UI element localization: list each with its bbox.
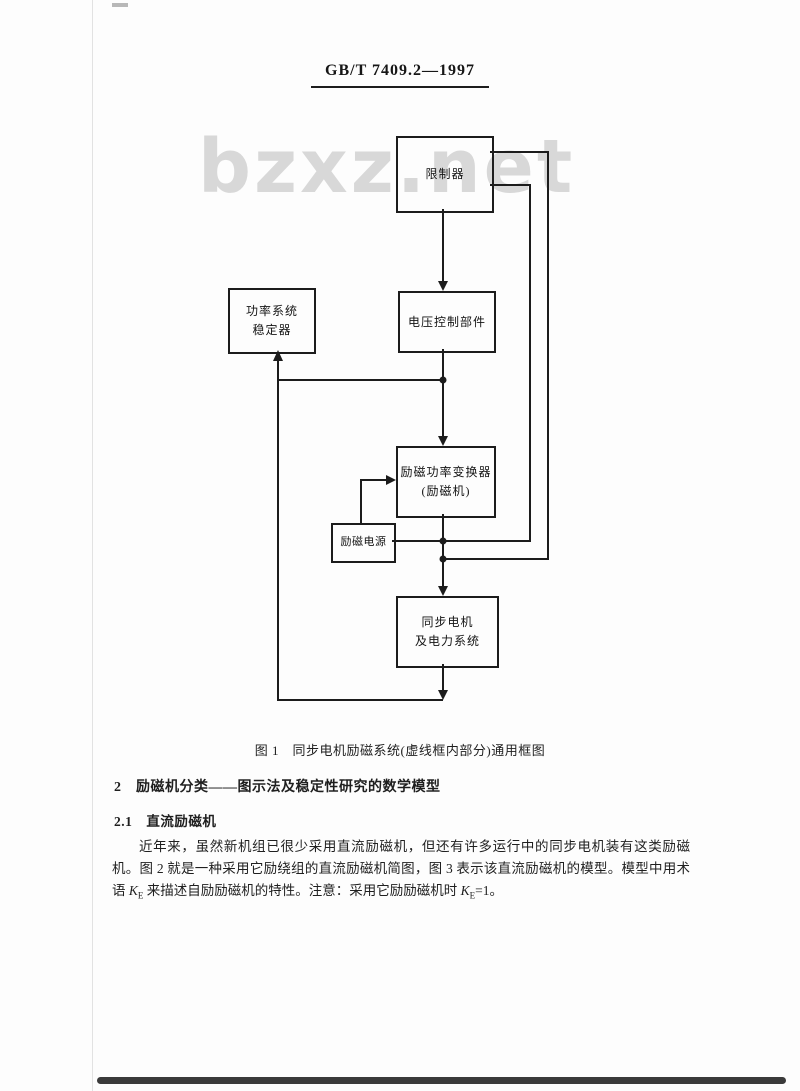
diagram-box-power-system-stabilizer: 功率系统 稳定器	[228, 288, 316, 354]
page-left-edge	[92, 0, 93, 1091]
arrowheads-and-junctions	[273, 281, 448, 700]
connector-lines	[277, 151, 549, 701]
section-heading: 2 励磁机分类——图示法及稳定性研究的数学模型	[114, 780, 441, 795]
pss-label-line2: 稳定器	[252, 323, 292, 337]
diagram-box-synchronous-machine: 同步电机 及电力系统	[396, 596, 499, 668]
diagram-box-limiter: 限制器	[396, 136, 494, 213]
diagram-box-excitation-power-source: 励磁电源	[331, 523, 396, 563]
exciter-label-line1: 励磁功率变换器	[400, 465, 492, 480]
figure-caption: 图 1 同步电机励磁系统(虚线框内部分)通用框图	[254, 743, 546, 758]
standard-number-header: GB/T 7409.2—1997	[0, 62, 800, 88]
machine-label-line1: 同步电机	[421, 615, 474, 630]
avr-label: 电压控制部件	[407, 314, 486, 329]
machine-label-line2: 及电力系统	[414, 634, 480, 648]
body-paragraph: 近年来，虽然新机组已很少采用直流励磁机，但还有许多运行中的同步电机装有这类励磁机…	[112, 839, 690, 901]
diagram-box-voltage-control: 电压控制部件	[398, 291, 496, 353]
page-bottom-edge	[97, 1077, 786, 1084]
exciter-label-line2: (励磁机)	[421, 484, 471, 498]
subsection-heading: 2.1 直流励磁机	[114, 814, 217, 829]
watermark: bzxz.net	[198, 124, 576, 210]
standard-number: GB/T 7409.2—1997	[311, 62, 489, 88]
limiter-label: 限制器	[425, 167, 465, 182]
psource-label: 励磁电源	[340, 536, 387, 549]
diagram-box-excitation-converter: 励磁功率变换器 (励磁机)	[396, 446, 496, 518]
scan-artifact-dash	[112, 3, 128, 7]
pss-label-line1: 功率系统	[245, 304, 298, 319]
